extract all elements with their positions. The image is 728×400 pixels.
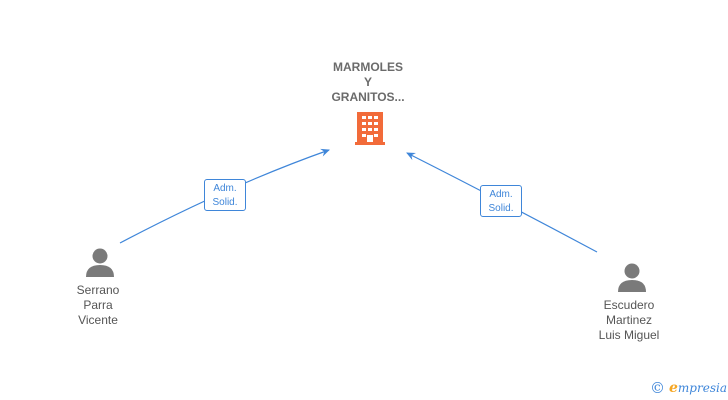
role-line: Adm. (489, 189, 513, 200)
person-name-line: Serrano (76, 283, 120, 297)
person-name-line: Martinez (605, 313, 652, 327)
person-name-line: Luis Miguel (598, 328, 660, 342)
role-badge-escudero: Adm. Solid. (480, 185, 522, 217)
building-icon[interactable] (355, 112, 385, 145)
copyright-icon: © (650, 379, 665, 397)
person-icon[interactable] (618, 263, 646, 293)
company-name[interactable]: MARMOLES Y GRANITOS... (300, 60, 436, 105)
role-line: Adm. (213, 183, 237, 194)
empresia-logo[interactable]: © empresia (650, 378, 727, 398)
brand-rest: mpresia (677, 381, 727, 395)
person-icon[interactable] (86, 248, 114, 278)
role-line: Solid. (212, 197, 238, 208)
company-name-line: Y (363, 75, 372, 89)
brand-initial: e (669, 380, 678, 396)
role-badge-serrano: Adm. Solid. (204, 179, 246, 211)
person-name-line: Parra (83, 298, 113, 312)
company-name-line: GRANITOS... (331, 90, 405, 104)
person-name-serrano[interactable]: Serrano Parra Vicente (43, 283, 153, 328)
role-line: Solid. (488, 203, 514, 214)
person-name-line: Escudero (603, 298, 655, 312)
brand-name: empresia (669, 380, 727, 396)
person-name-escudero[interactable]: Escudero Martinez Luis Miguel (574, 298, 684, 343)
person-name-line: Vicente (78, 313, 118, 327)
company-name-line: MARMOLES (333, 60, 403, 74)
